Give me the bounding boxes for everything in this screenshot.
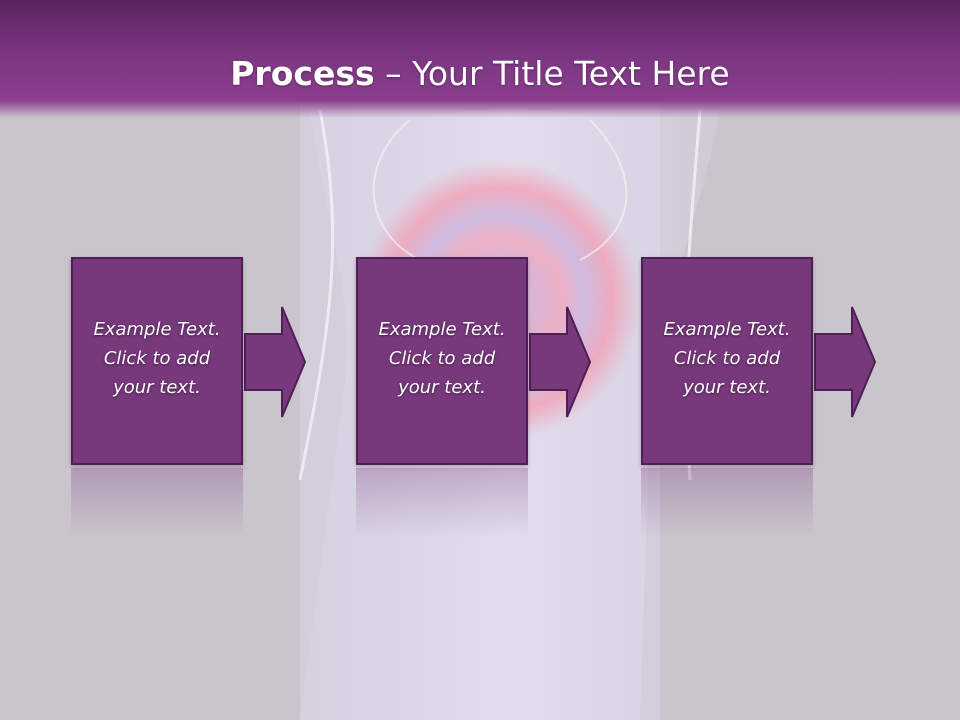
step-1-line-1: Example Text. <box>93 319 221 340</box>
step-2-reflection <box>356 468 528 538</box>
process-step-1[interactable]: Example Text. Click to add your text. <box>71 257 243 465</box>
step-3-reflection <box>641 468 813 538</box>
step-3-line-2: Click to add <box>673 348 781 369</box>
step-1-reflection <box>71 468 243 538</box>
process-step-2[interactable]: Example Text. Click to add your text. <box>356 257 528 465</box>
title-bar <box>0 0 960 118</box>
step-3-line-1: Example Text. <box>663 319 791 340</box>
step-2-line-1: Example Text. <box>378 319 506 340</box>
title-bold: Process <box>230 54 375 93</box>
arrow-right-icon <box>244 306 306 418</box>
slide-title: Process – Your Title Text Here <box>0 54 960 94</box>
step-1-line-3: your text. <box>113 377 201 398</box>
arrow-right-icon <box>814 306 876 418</box>
step-1-line-2: Click to add <box>103 348 211 369</box>
step-2-line-3: your text. <box>398 377 486 398</box>
title-rest: – Your Title Text Here <box>374 54 730 93</box>
step-2-line-2: Click to add <box>388 348 496 369</box>
step-3-line-3: your text. <box>683 377 771 398</box>
process-step-3[interactable]: Example Text. Click to add your text. <box>641 257 813 465</box>
arrow-right-icon <box>529 306 591 418</box>
